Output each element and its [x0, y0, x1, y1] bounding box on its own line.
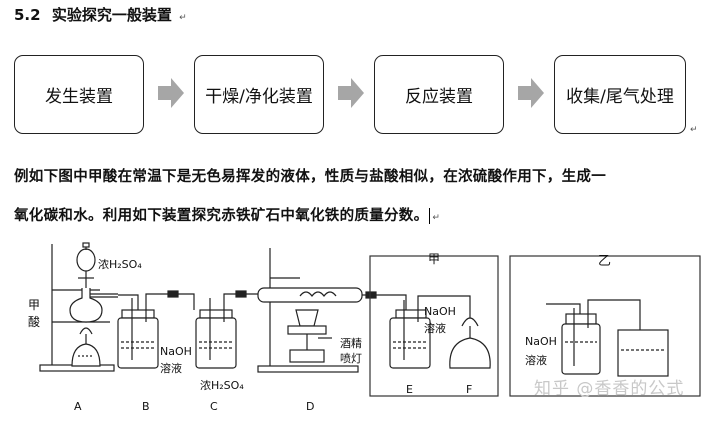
flow-box-collection: 收集/尾气处理 [554, 55, 686, 134]
apparatus-c [195, 298, 237, 369]
apparatus-yi [546, 299, 669, 377]
apparatus-f [449, 317, 491, 369]
apparatus-b [117, 298, 159, 369]
paragraph-mark-icon: ↵ [432, 213, 441, 223]
box-jia [369, 255, 499, 397]
reagent-label-naoh-e: NaOH [424, 305, 456, 318]
lamp-label-1: 酒精 [340, 337, 362, 350]
flow-label: 反应装置 [405, 87, 473, 107]
watermark: 知乎 @香香的公式 [534, 379, 685, 399]
apparatus-letter-a: A [74, 400, 82, 413]
reagent-label-solution-b: 溶液 [160, 362, 182, 375]
paragraph-mark-icon: ↵ [179, 13, 187, 23]
flow-label: 干燥/净化装置 [205, 87, 313, 107]
flow-box-drying: 干燥/净化装置 [194, 55, 324, 134]
reagent-label-h2so4-c: 浓H₂SO₄ [200, 379, 244, 392]
reagent-label-formic-2: 酸 [28, 315, 41, 329]
flow-arrow-icon [338, 78, 364, 108]
reagent-label-formic-1: 甲 [28, 298, 41, 312]
flow-arrow-icon [158, 78, 184, 108]
flow-box-reaction: 反应装置 [374, 55, 504, 134]
text-cursor [429, 208, 431, 224]
apparatus-letter-c: C [210, 400, 218, 413]
reagent-label-solution-e: 溶液 [424, 322, 446, 335]
apparatus-letter-e: E [406, 383, 413, 396]
paragraph-line-1: 例如下图中甲酸在常温下是无色易挥发的液体，性质与盐酸相似，在浓硫酸作用下，生成一 [14, 169, 606, 185]
apparatus-e [389, 300, 431, 369]
box-label-jia: 甲 [428, 252, 441, 266]
box-yi [509, 255, 701, 397]
flow-label: 发生装置 [45, 87, 113, 107]
section-number: 5.2 [14, 6, 41, 24]
paragraph-mark-icon: ↵ [690, 125, 698, 135]
reagent-label-naoh-yi: NaOH [525, 335, 557, 348]
section-heading: 5.2 实验探究一般装置 ↵ [14, 4, 187, 25]
reagent-label-solution-yi: 溶液 [525, 354, 547, 367]
flow-arrow-icon [518, 78, 544, 108]
lamp-label-2: 喷灯 [340, 352, 362, 365]
apparatus-a [39, 242, 118, 372]
apparatus-letter-d: D [306, 400, 315, 413]
apparatus-letter-f: F [466, 383, 473, 396]
apparatus-letter-b: B [142, 400, 150, 413]
flow-box-generation: 发生装置 [14, 55, 144, 134]
apparatus-d [257, 248, 378, 373]
reagent-label-h2so4: 浓H₂SO₄ [98, 258, 142, 271]
paragraph-line-2: 氧化碳和水。利用如下装置探究赤铁矿石中氧化铁的质量分数。↵ [14, 204, 710, 225]
apparatus-figure [39, 242, 701, 397]
box-label-yi: 乙 [598, 254, 612, 269]
paragraph-text: 氧化碳和水。利用如下装置探究赤铁矿石中氧化铁的质量分数。 [14, 208, 429, 224]
flow-label: 收集/尾气处理 [566, 87, 674, 107]
section-title: 实验探究一般装置 [51, 6, 172, 24]
reagent-label-naoh-b: NaOH [160, 345, 192, 358]
